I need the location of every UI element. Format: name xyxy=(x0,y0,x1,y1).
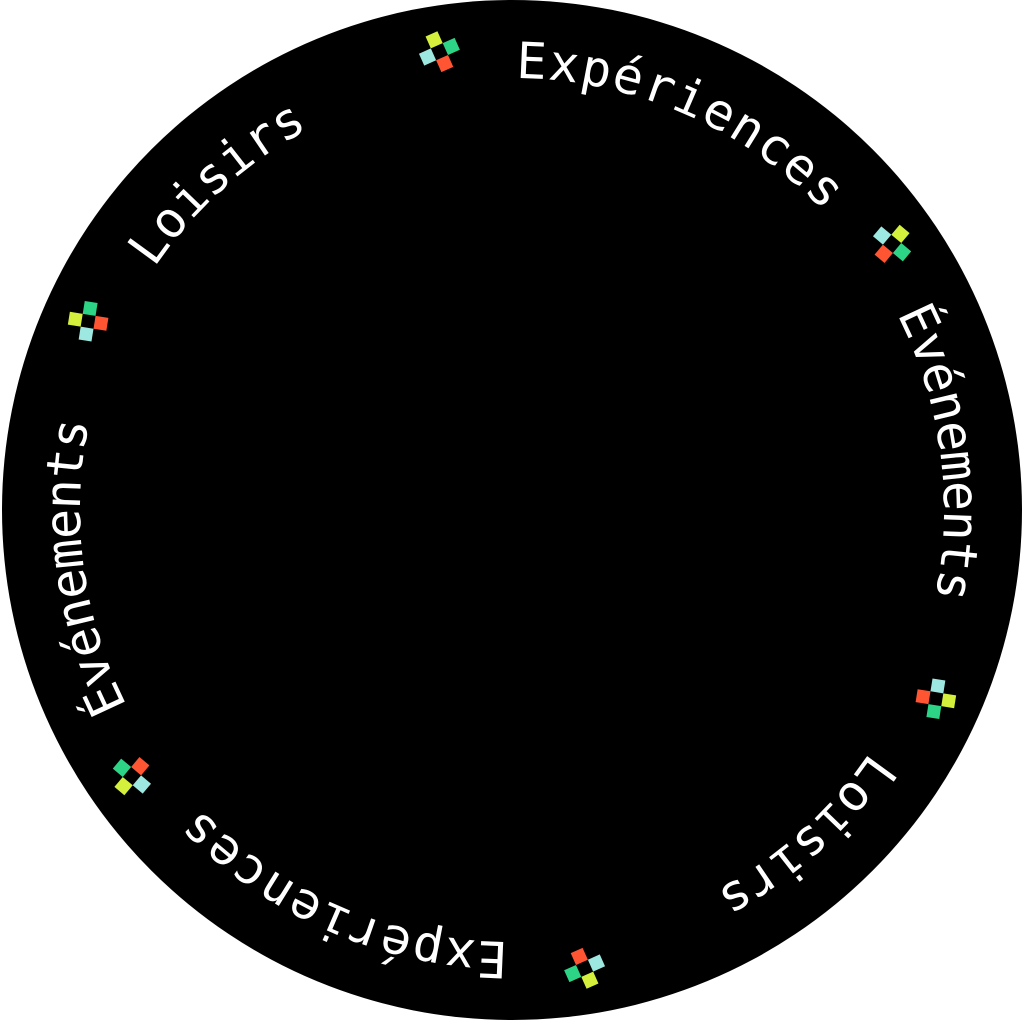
badge-disc xyxy=(2,0,1022,1020)
circular-badge: Expériences Événements Loisirs Expérienc… xyxy=(2,0,1022,1020)
